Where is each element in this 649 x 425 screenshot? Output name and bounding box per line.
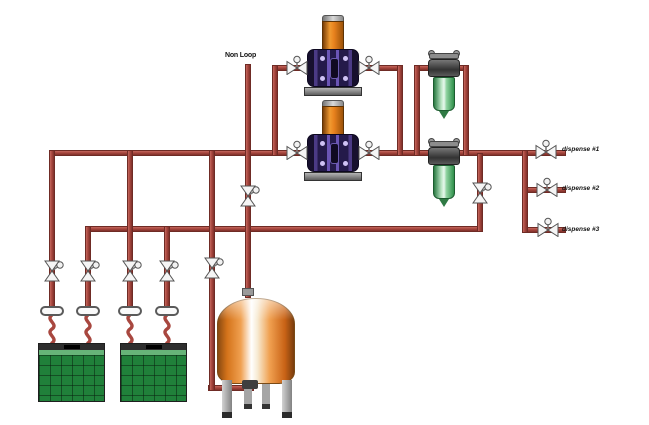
pump-body — [307, 134, 359, 172]
tote-cage-grid — [39, 355, 104, 401]
quick-connect-coupling-icon — [76, 306, 100, 316]
dispense-2-label: dispense #2 — [562, 185, 600, 192]
filter-bowl-tip — [439, 199, 449, 207]
filter-bowl-tip — [439, 111, 449, 119]
pump-port-dot — [343, 76, 348, 81]
tank-leg — [262, 374, 270, 409]
pipe-filter1-drop — [463, 65, 469, 156]
filter-housing-2 — [427, 138, 461, 210]
filter-head-fitting — [429, 141, 459, 147]
tank-leg — [222, 380, 232, 418]
filter-housing-1 — [427, 50, 461, 122]
pulsation-dampener-icon — [322, 106, 344, 135]
tank-outlet-fitting — [242, 380, 258, 389]
pipe-tote2-suction — [127, 150, 133, 314]
quick-connect-coupling-icon — [118, 306, 142, 316]
tote-light-band — [39, 350, 104, 355]
tote2-suction-valve-icon — [122, 260, 142, 282]
tote1-return-valve-icon — [80, 260, 100, 282]
tote-cap — [64, 345, 80, 349]
tank-leg — [244, 374, 252, 409]
pump-port-dot — [320, 141, 325, 146]
chemical-tote-2 — [120, 343, 187, 402]
diaphragm-pump-1 — [304, 15, 362, 109]
non-loop-valve-icon — [240, 185, 260, 207]
pump-port-dot — [320, 161, 325, 166]
tank-leg — [282, 380, 292, 418]
tank-dome-highlight — [217, 298, 295, 320]
dispense-3-label: dispense #3 — [562, 226, 600, 233]
filter-head — [428, 147, 460, 165]
pipe-non-loop-line — [245, 64, 251, 298]
dispense3-valve-icon — [537, 217, 559, 237]
flex-hose-icon — [84, 315, 92, 345]
pipe-return-header — [85, 226, 483, 232]
pulsation-dampener-icon — [322, 21, 344, 50]
pump2-inlet-valve-icon — [286, 140, 308, 160]
tote-cap — [146, 345, 162, 349]
flex-hose-icon — [163, 315, 171, 345]
pump1-outlet-valve-icon — [358, 55, 380, 75]
pump-port-dot — [343, 56, 348, 61]
tank-suction-valve-icon — [204, 257, 224, 279]
return-branch-valve-icon — [472, 182, 492, 204]
pump-base-plate — [304, 87, 362, 96]
tote2-return-valve-icon — [159, 260, 179, 282]
chemical-tote-1 — [38, 343, 105, 402]
flex-hose-icon — [126, 315, 134, 345]
tote-cage-grid — [121, 355, 186, 401]
pipe-dispense-manifold — [522, 150, 528, 233]
dispense2-valve-icon — [536, 177, 558, 197]
dispense-1-label: dispense #1 — [562, 146, 600, 153]
storage-tank-icon — [214, 286, 300, 418]
pump-center-port — [330, 58, 339, 79]
pump-port-dot — [320, 76, 325, 81]
pipe-pump1-drop — [397, 65, 403, 156]
non-loop-label: Non Loop — [225, 52, 257, 59]
diaphragm-pump-2 — [304, 100, 362, 194]
filter-head — [428, 59, 460, 77]
pump-body — [307, 49, 359, 87]
dispense1-valve-icon — [535, 139, 557, 159]
pump1-inlet-valve-icon — [286, 55, 308, 75]
pump-port-dot — [343, 161, 348, 166]
tote1-suction-valve-icon — [44, 260, 64, 282]
pipe-pump1-riser — [272, 65, 278, 156]
pump-port-dot — [343, 141, 348, 146]
filter-head-fitting — [429, 53, 459, 59]
pump-port-dot — [320, 56, 325, 61]
pump-base-plate — [304, 172, 362, 181]
pipe-filter1-riser — [414, 65, 420, 156]
pump-center-port — [330, 143, 339, 164]
flex-hose-icon — [48, 315, 56, 345]
pump2-outlet-valve-icon — [358, 140, 380, 160]
tank-inlet-fitting — [242, 288, 254, 296]
quick-connect-coupling-icon — [155, 306, 179, 316]
filter-bowl — [433, 165, 455, 199]
tote-light-band — [121, 350, 186, 355]
pipe-tote1-suction — [49, 150, 55, 314]
quick-connect-coupling-icon — [40, 306, 64, 316]
filter-bowl — [433, 77, 455, 111]
